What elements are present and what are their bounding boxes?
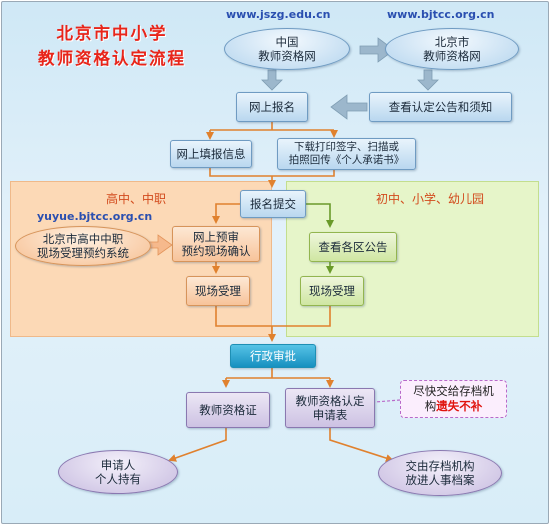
district-notice-box: 查看各区公告 bbox=[309, 232, 397, 262]
submit-label: 报名提交 bbox=[250, 197, 296, 211]
beijing-teacher-site-label: 北京市 教师资格网 bbox=[423, 35, 481, 63]
view-notice-box: 查看认定公告和须知 bbox=[369, 92, 512, 122]
line-onsite-junior-down bbox=[272, 306, 331, 327]
admin-approval-box: 行政审批 bbox=[230, 344, 316, 368]
download-print-label: 下载打印签字、扫描或 拍照回传《个人承诺书》 bbox=[288, 141, 405, 166]
url-bjtcc[interactable]: www.bjtcc.org.cn bbox=[387, 8, 495, 21]
fill-info-label: 网上填报信息 bbox=[176, 147, 246, 161]
china-teacher-site[interactable]: 中国 教师资格网 bbox=[224, 28, 350, 70]
arrow-beijing-down bbox=[417, 69, 439, 91]
archive-note: 尽快交给存档机 构遗失不补 bbox=[400, 380, 507, 418]
url-yuyue[interactable]: yuyue.bjtcc.org.cn bbox=[37, 210, 153, 223]
archive-note-line1: 尽快交给存档机 bbox=[413, 384, 494, 398]
download-print-box: 下载打印签字、扫描或 拍照回传《个人承诺书》 bbox=[277, 138, 416, 170]
line-onsite-high-down bbox=[215, 306, 272, 327]
online-review-box: 网上预审 预约现场确认 bbox=[172, 226, 260, 262]
line-approval-split bbox=[226, 366, 330, 379]
online-register-box: 网上报名 bbox=[236, 92, 308, 122]
application-form-label: 教师资格认定 申请表 bbox=[295, 394, 365, 422]
china-teacher-site-label: 中国 教师资格网 bbox=[258, 35, 316, 63]
onsite-junior-box: 现场受理 bbox=[300, 276, 364, 306]
arrow-notice-to-register bbox=[330, 94, 368, 120]
archive-note-prefix: 构 bbox=[424, 399, 437, 413]
online-register-label: 网上报名 bbox=[249, 100, 295, 114]
line-form-to-archive bbox=[329, 428, 394, 462]
line-submit-to-review bbox=[212, 203, 240, 224]
line-cert-to-keep bbox=[168, 428, 227, 462]
archive-note-emphasis: 遗失不补 bbox=[436, 399, 483, 413]
online-review-label: 网上预审 预约现场确认 bbox=[181, 230, 251, 258]
title-line-1: 北京市中小学 bbox=[56, 24, 168, 43]
submit-box: 报名提交 bbox=[240, 190, 306, 218]
line-submit-to-district bbox=[306, 203, 334, 228]
onsite-high-label: 现场受理 bbox=[195, 284, 241, 298]
admin-approval-label: 行政审批 bbox=[250, 349, 296, 363]
booking-system-label: 北京市高中中职 现场受理预约系统 bbox=[37, 232, 129, 260]
view-notice-label: 查看认定公告和须知 bbox=[388, 100, 493, 114]
booking-system[interactable]: 北京市高中中职 现场受理预约系统 bbox=[15, 226, 151, 266]
application-form-box: 教师资格认定 申请表 bbox=[285, 388, 375, 428]
archive-ellipse-label: 交由存档机构 放进人事档案 bbox=[405, 459, 475, 487]
region-junior-label: 初中、小学、幼儿园 bbox=[376, 192, 485, 206]
certificate-box: 教师资格证 bbox=[186, 392, 270, 428]
district-notice-label: 查看各区公告 bbox=[318, 240, 388, 254]
title-line-2: 教师资格认定流程 bbox=[38, 49, 186, 68]
certificate-label: 教师资格证 bbox=[199, 403, 257, 417]
region-high-label: 高中、中职 bbox=[106, 192, 167, 206]
beijing-teacher-site[interactable]: 北京市 教师资格网 bbox=[385, 28, 519, 70]
line-register-split bbox=[210, 122, 334, 131]
onsite-junior-label: 现场受理 bbox=[309, 284, 355, 298]
fill-info-box: 网上填报信息 bbox=[170, 140, 252, 168]
applicant-keep: 申请人 个人持有 bbox=[58, 450, 178, 494]
archive-note-line2: 构遗失不补 bbox=[401, 399, 506, 414]
line-to-submit bbox=[209, 168, 335, 186]
applicant-keep-label: 申请人 个人持有 bbox=[95, 458, 141, 486]
onsite-high-box: 现场受理 bbox=[186, 276, 250, 306]
note-connector bbox=[374, 399, 401, 403]
url-jszg[interactable]: www.jszg.edu.cn bbox=[226, 8, 331, 21]
archive-ellipse: 交由存档机构 放进人事档案 bbox=[378, 450, 502, 496]
arrow-china-down bbox=[261, 69, 283, 91]
arrow-booking-to-review bbox=[147, 234, 173, 256]
